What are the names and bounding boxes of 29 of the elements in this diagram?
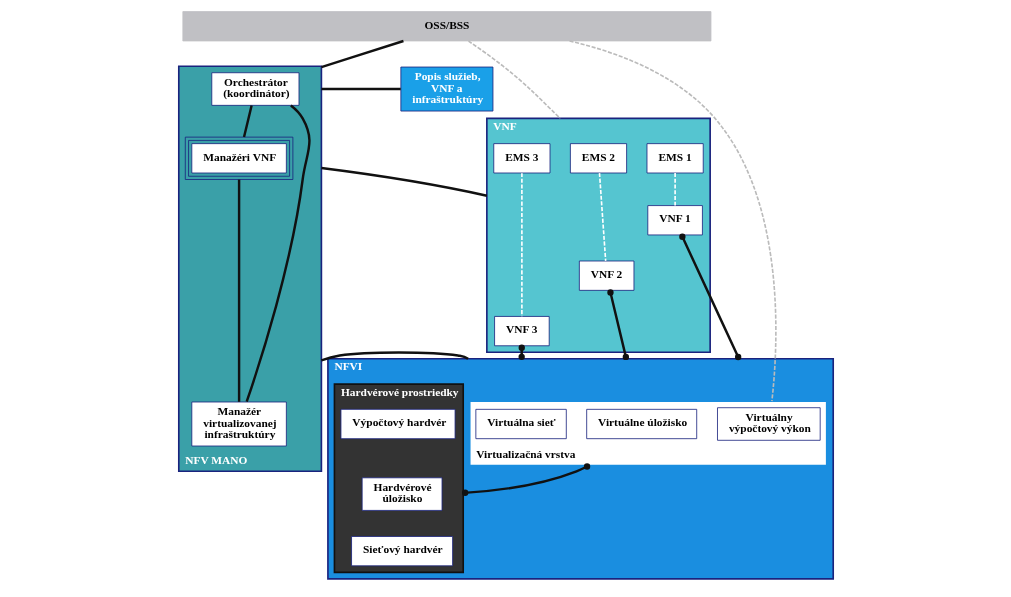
node-box: Orchestrátor (koordinátor) [210,72,299,106]
node-box: Virtuálna sieť [474,408,567,440]
connector [245,104,311,403]
node-box: Popis služieb, VNF a infraštruktúry [399,66,493,112]
node-box: Manažér virtualizovanej infraštruktúry [190,401,287,447]
connector [568,40,777,402]
connector [320,39,404,69]
connector [320,166,487,197]
connector [242,105,253,138]
node-box: Sieťový hardvér [350,536,453,567]
connector [467,40,561,120]
node-box: EMS 3 [492,143,550,174]
node-box: Virtuálny výpočtový výkon [716,407,821,441]
connector [673,172,676,207]
node-box: Virtuálne úložisko [585,408,697,440]
connector [598,172,606,262]
connector [678,233,741,361]
node-box: EMS 1 [646,143,704,174]
connector [320,87,401,91]
node-box: VNF 3 [493,316,550,347]
node-box: Výpočtový hardvér [340,408,455,440]
connector [461,463,590,496]
node-box: Hardvérové úložisko [361,477,442,511]
node-box: EMS 2 [569,143,627,174]
node-box: VNF 2 [578,260,634,291]
node-box: OSS/BSS [181,11,711,42]
node-box: VNF 1 [646,205,703,236]
connector [237,179,240,402]
connector [606,289,629,361]
